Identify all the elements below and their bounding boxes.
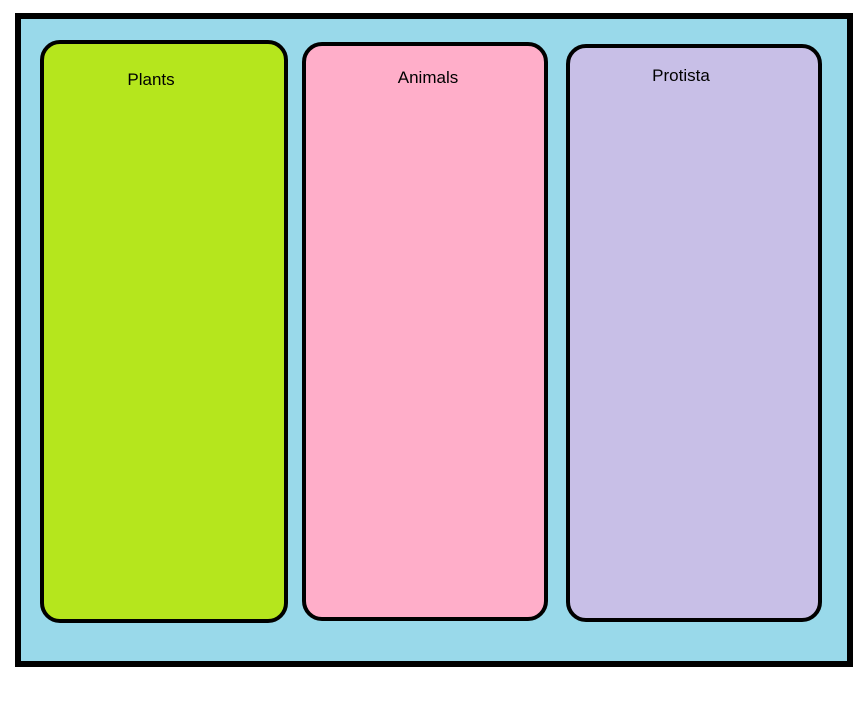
column-plants: Plants [40,40,288,623]
column-animals-label: Animals [397,68,459,87]
classification-board: Plants Animals Protista [15,13,853,667]
column-protista: Protista [566,44,822,622]
column-plants-label: Plants [127,70,175,89]
column-protista-label: Protista [652,66,710,85]
column-animals: Animals [302,42,548,621]
